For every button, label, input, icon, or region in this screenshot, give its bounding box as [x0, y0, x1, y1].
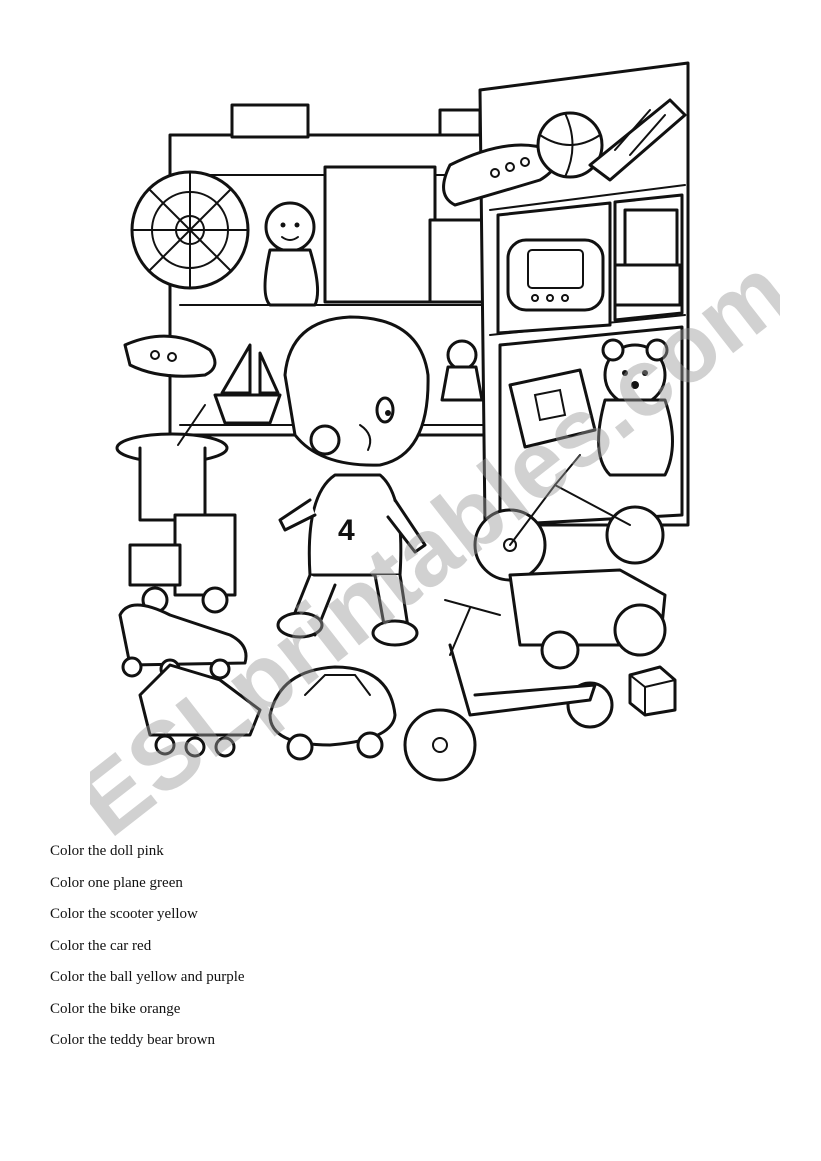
toy-car	[268, 665, 397, 761]
instruction-item: Color the scooter yellow	[50, 906, 198, 922]
scooter	[403, 599, 614, 782]
instruction-item: Color the doll pink	[50, 843, 164, 859]
plane-left	[123, 334, 217, 436]
instruction-item: Color one plane green	[50, 874, 183, 891]
pencil-box	[588, 98, 687, 182]
toy-block	[628, 665, 677, 717]
instruction-item: Color the car red	[50, 937, 152, 954]
shelf-unit	[168, 103, 492, 437]
teddy-bear	[597, 338, 674, 477]
instruction-item: Color the teddy bear brown	[50, 1032, 215, 1048]
instruction-item: Color the ball yellow and purple	[50, 969, 245, 985]
toy-shop-coloring-illustration: 4	[110, 55, 740, 815]
instructions-list: Color the doll pink Color one plane gree…	[50, 836, 245, 1057]
dartboard	[130, 170, 250, 290]
instruction-item: Color the bike orange	[50, 1000, 181, 1017]
svg-text:4: 4	[338, 514, 355, 547]
tricycle	[473, 454, 665, 582]
small-doll	[440, 339, 484, 402]
inline-skates	[138, 663, 262, 758]
roller-skate	[118, 603, 248, 680]
plane-top	[442, 143, 558, 207]
puzzle-box	[508, 368, 597, 449]
handheld-game	[506, 238, 605, 312]
doll	[263, 201, 320, 307]
magic-hat	[115, 404, 229, 522]
toy-computer	[613, 208, 682, 307]
toy-boat	[213, 343, 282, 425]
toy-truck	[128, 513, 237, 614]
ball	[536, 111, 604, 179]
ride-on-toy	[508, 568, 667, 670]
boy: 4	[276, 315, 430, 647]
